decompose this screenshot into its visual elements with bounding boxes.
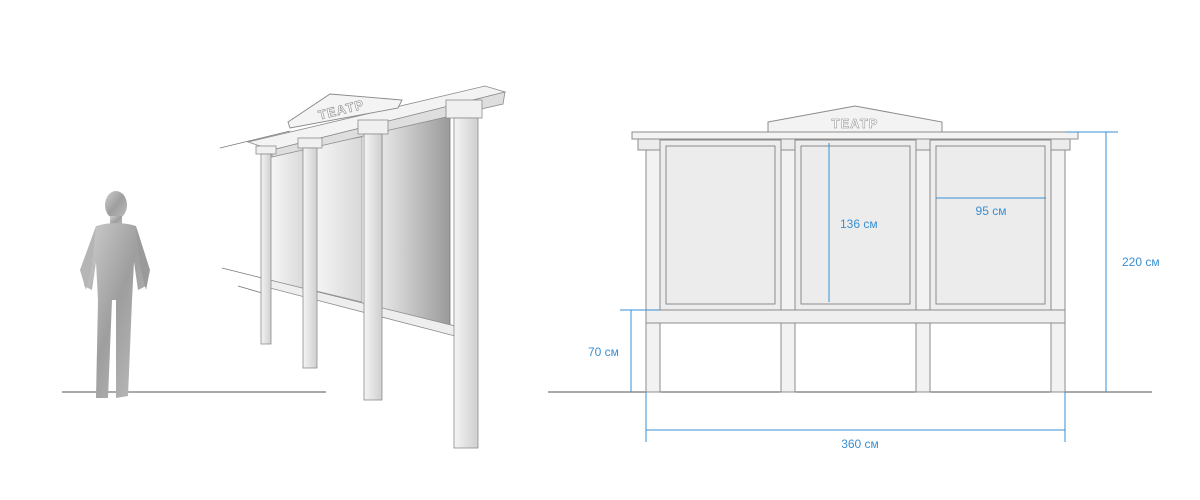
front-elevation: ТЕАТР 136 см 95 см (548, 105, 1160, 451)
perspective-post-4 (445, 99, 483, 449)
elevation-post-4 (1050, 149, 1066, 393)
elevation-post-2 (780, 149, 796, 393)
perspective-post-3 (357, 119, 389, 401)
panel-height-label: 136 см (840, 217, 878, 231)
elevation-sign-text: ТЕАТР (832, 116, 879, 131)
perspective-post-1 (255, 145, 277, 345)
panel-width-label: 95 см (976, 204, 1007, 218)
dimension-panel-height: 136 см (828, 143, 878, 302)
dimension-panel-width: 95 см (936, 197, 1046, 218)
elevation-post-1 (645, 149, 661, 393)
perspective-view: ТЕАТР (62, 85, 507, 449)
total-height-label: 220 см (1122, 255, 1160, 269)
panel-2 (794, 139, 917, 311)
elevation-post-3 (915, 149, 931, 393)
perspective-post-2 (297, 137, 323, 369)
person-silhouette (80, 191, 150, 398)
clearance-height-label: 70 см (588, 345, 619, 359)
panel-3 (929, 139, 1052, 311)
elevation-pediment (767, 105, 943, 133)
dimension-total-height: 220 см (1065, 131, 1160, 392)
dimension-total-width: 360 см (645, 392, 1066, 451)
panel-1 (659, 139, 782, 311)
total-width-label: 360 см (841, 437, 879, 451)
cornice (631, 131, 1079, 140)
dimension-clearance: 70 см (588, 309, 660, 392)
perspective-pediment (287, 93, 403, 129)
bottom-rail (645, 309, 1066, 324)
